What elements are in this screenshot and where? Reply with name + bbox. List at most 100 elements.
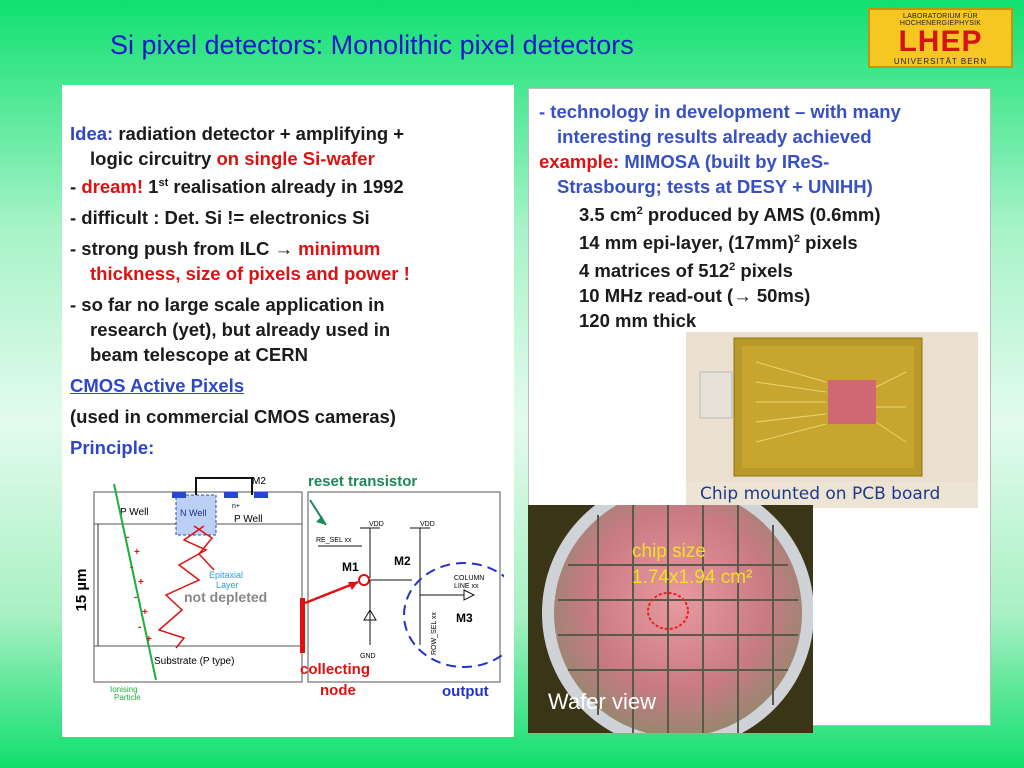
column-label-2: LINE xx [454, 583, 479, 590]
idea-text: radiation detector + amplifying + [113, 123, 405, 144]
right-text-block: - technology in development – with many … [539, 99, 989, 333]
example-label: example [539, 151, 614, 172]
dim-label: 15 µm [73, 569, 90, 612]
cmos-pixel-diagram: 15 µm M2 n+ P Well N Well P Well Epitaxi… [73, 473, 504, 702]
wafer-view-label: Wafer view [548, 689, 656, 714]
svg-text:-: - [134, 592, 137, 603]
push-text: - strong push from ILC [70, 238, 275, 260]
spec-line-2: 14 mm epi-layer, (17mm)2 pixels [579, 232, 858, 254]
push-line-2: thickness, size of pixels and power ! [90, 263, 410, 285]
pwell-right-label: P Well [234, 514, 263, 525]
lhep-logo: LABORATORIUM FÜR HOCHENERGIEPHYSIK LHEP … [868, 8, 1013, 68]
slide-title: Si pixel detectors: Monolithic pixel det… [110, 30, 634, 60]
m1-label: M1 [342, 560, 359, 574]
logo-top-text: LABORATORIUM FÜR HOCHENERGIEPHYSIK [899, 13, 982, 27]
push-line: - strong push from ILC → minimum [70, 236, 510, 261]
m2-contact [195, 477, 253, 495]
wafer-photo: chip size 1.74x1.94 cm² Wafer view [528, 477, 814, 749]
spec-line-3: 4 matrices of 5122 pixels [579, 260, 793, 282]
svg-text:-: - [126, 532, 129, 543]
nwell-region [175, 494, 217, 536]
chip-size-label-2: 1.74x1.94 cm² [632, 567, 752, 588]
circuit-box [307, 491, 501, 683]
svg-text:+: + [142, 607, 148, 618]
difficult-line: - difficult : Det. Si != electronics Si [70, 207, 370, 229]
push-red: minimum [293, 238, 381, 260]
left-text-block: Idea: radiation detector + amplifying + … [70, 121, 510, 460]
collecting-bar [300, 598, 305, 653]
output-circle [403, 562, 504, 668]
push-arrow: → [274, 238, 294, 260]
sofar-line-2: research (yet), but already used in [90, 319, 391, 341]
nwell-label: N Well [180, 508, 206, 518]
column-label-1: COLUMN [454, 575, 484, 582]
cmos-heading: CMOS Active Pixels [70, 375, 245, 397]
particle-track [113, 483, 157, 681]
spec-line-1: 3.5 cm2 produced by AMS (0.6mm) [579, 204, 881, 226]
charge-path [157, 525, 208, 649]
spec-line-4: 10 MHz read-out (→ 50ms) [579, 285, 811, 307]
m2-label: M2 [394, 554, 411, 568]
idea-line-2: logic circuitry on single Si-wafer [70, 146, 510, 171]
dream-dash: - [70, 176, 82, 198]
ionising-label-2: Particle [114, 693, 141, 702]
substrate-label: Substrate (P type) [154, 656, 234, 667]
collecting-label-1: collecting [300, 661, 370, 678]
gnd-label: GND [360, 653, 376, 660]
nplus-left [172, 492, 186, 498]
example-text: MIMOSA (built by IReS- [624, 151, 830, 172]
cmos-used-line: (used in commercial CMOS cameras) [70, 406, 396, 428]
pcb-illustration [686, 332, 978, 482]
charge-markers: -+-+ -+-+ [126, 532, 152, 645]
collecting-arrow-line [304, 580, 359, 605]
dream-line: - dream! 1st realisation already in 1992 [70, 171, 510, 199]
dream-word: dream! [81, 176, 144, 198]
idea-line2b: on single Si-wafer [216, 148, 375, 169]
logo-bottom-text: UNIVERSITÄT BERN [893, 57, 988, 66]
ionising-label-1: Ionising [110, 685, 138, 694]
dream-sup: st [158, 177, 169, 189]
example-colon: : [613, 151, 625, 172]
pcb-photo: Chip mounted on PCB board [686, 332, 978, 508]
idea-line2a: logic circuitry [90, 148, 217, 169]
svg-text:+: + [134, 547, 140, 558]
m2-top-label: M2 [252, 476, 266, 487]
wafer-illustration: chip size 1.74x1.94 cm² Wafer view [528, 477, 814, 749]
diode-symbol [363, 609, 377, 621]
sofar-line-3: beam telescope at CERN [90, 344, 308, 366]
svg-text:+: + [146, 634, 152, 645]
svg-text:-: - [138, 622, 141, 633]
tech-line-1: - technology in development – with many [539, 101, 901, 122]
dream-rest-b: realisation already in 1992 [168, 176, 404, 198]
principle-heading: Principle: [70, 437, 155, 459]
vdd2-label: VDD [420, 521, 435, 528]
vdd1-label: VDD [369, 521, 384, 528]
reset-transistor-label: reset transistor [308, 473, 417, 490]
tech-line-2: interesting results already achieved [557, 126, 872, 147]
example-line-2: Strasbourg; tests at DESY + UNIHH) [557, 176, 873, 197]
example-line: example: MIMOSA (built by IReS- [539, 149, 989, 174]
row-sel-label: ROW_SEL xx [431, 612, 438, 655]
chip-highlight [647, 592, 689, 630]
not-depleted-label: not depleted [184, 589, 267, 605]
nplus-mid [224, 492, 238, 498]
re-sel-label: RE_SEL xx [316, 537, 352, 544]
pwell-left-label: P Well [120, 507, 149, 518]
output-label: output [442, 683, 489, 700]
chip-size-label-1: chip size [632, 541, 706, 562]
reset-arrow-head [316, 516, 326, 525]
svg-text:+: + [138, 577, 144, 588]
epitaxial-label-1: Epitaxial [209, 570, 243, 580]
charge-path-2 [193, 525, 215, 571]
collecting-arrow-head [348, 582, 358, 590]
nplus-right [254, 492, 268, 498]
logo-main-text: LHEP [898, 25, 983, 58]
spec-line-5: 120 mm thick [579, 310, 697, 332]
idea-label: Idea: [70, 123, 114, 144]
collecting-node-dot [358, 574, 370, 586]
pcb-caption: Chip mounted on PCB board [700, 484, 941, 504]
collecting-label-2: node [320, 682, 356, 699]
m3-label: M3 [456, 611, 473, 625]
svg-text:-: - [130, 562, 133, 573]
epitaxial-label-2: Layer [216, 580, 239, 590]
